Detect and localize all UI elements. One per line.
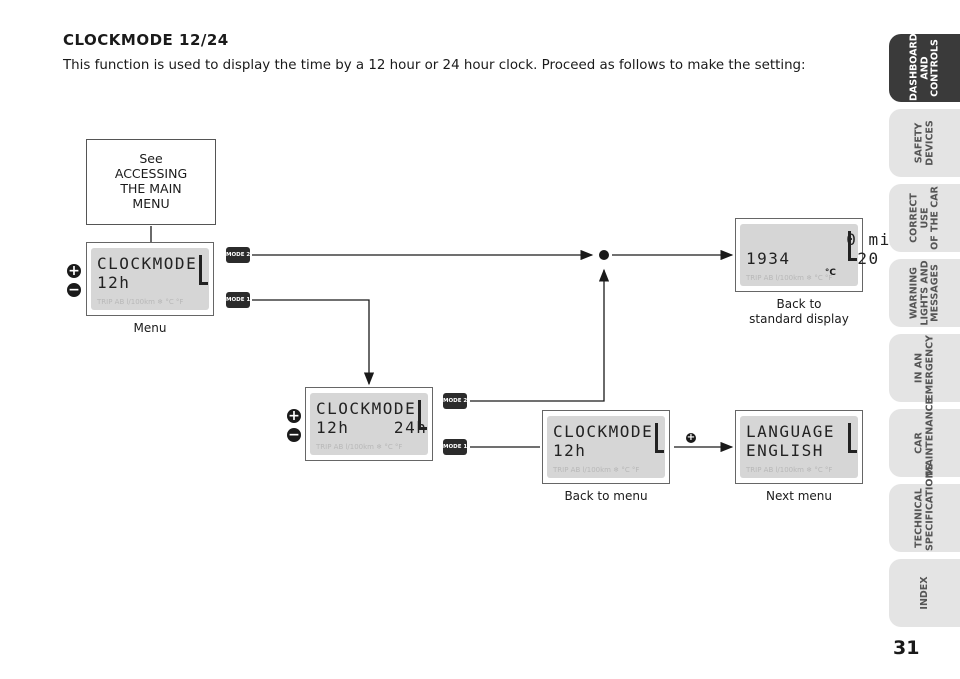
caption-menu: Menu bbox=[133, 321, 167, 335]
mode2-button[interactable]: MODE 2 bbox=[443, 393, 467, 409]
fuel-bar-icon bbox=[655, 423, 664, 453]
plus-icon[interactable]: + bbox=[686, 432, 696, 443]
lcd-back-to-menu: CLOCKMODE 12h TRIP AB l/100km ❄ °C °F bbox=[542, 410, 670, 484]
tab-label-line: CAR bbox=[913, 432, 924, 454]
tab-label-line: LIGHTS AND bbox=[918, 260, 930, 326]
caption-line: Back to bbox=[776, 297, 822, 311]
tab-label-line: DEVICES bbox=[923, 120, 935, 166]
lcd-line: CLOCKMODE bbox=[97, 254, 198, 273]
caption-line: standard display bbox=[749, 312, 849, 326]
page-number: 31 bbox=[893, 637, 920, 659]
caption-back-to-menu: Back to menu bbox=[564, 489, 648, 503]
plus-icon[interactable]: + bbox=[287, 408, 301, 424]
see-box-line: ACCESSING bbox=[114, 166, 188, 181]
see-main-menu-box: See ACCESSING THE MAIN MENU bbox=[86, 139, 216, 225]
lcd-status: TRIP AB l/100km ❄ °C °F bbox=[746, 274, 833, 282]
lcd-standard-display: 0 mi 1934 20 TRIP AB l/100km ❄ °C °F °C bbox=[735, 218, 889, 292]
fuel-bar-icon bbox=[848, 231, 857, 261]
tab-label-line: AND CONTROLS bbox=[918, 39, 940, 97]
mode1-button[interactable]: MODE 1 bbox=[443, 439, 467, 455]
see-box-line: MENU bbox=[132, 196, 170, 211]
fuel-bar-icon bbox=[418, 400, 427, 430]
tab-label-line: MESSAGES bbox=[928, 264, 940, 322]
tab-label-line: SAFETY bbox=[913, 122, 924, 164]
tab-label-line: SPECIFICATIONS bbox=[923, 463, 935, 551]
plus-icon[interactable]: + bbox=[67, 263, 81, 279]
lcd-line: LANGUAGE bbox=[746, 422, 836, 441]
tab-label-line: EMERGENCY bbox=[923, 335, 935, 401]
lcd-line: 12h bbox=[553, 441, 587, 460]
section-title: CLOCKMODE 12/24 bbox=[63, 31, 229, 49]
see-box-line: THE MAIN bbox=[120, 181, 182, 196]
lcd-status: TRIP AB l/100km ❄ °C °F bbox=[553, 466, 640, 474]
lcd-unit: °C bbox=[824, 268, 836, 278]
caption-next-menu: Next menu bbox=[765, 489, 833, 503]
lcd-line: ENGLISH bbox=[746, 441, 824, 460]
intro-text: This function is used to display the tim… bbox=[63, 58, 806, 73]
lcd-line: 12h bbox=[97, 273, 131, 292]
tab-label-line: CORRECT USE bbox=[907, 193, 930, 243]
caption-back-to-standard: Back to standard display bbox=[735, 297, 863, 327]
lcd-line: CLOCKMODE bbox=[316, 399, 417, 418]
tab-label-line: WARNING bbox=[907, 267, 919, 319]
tab-label-line: INDEX bbox=[918, 576, 930, 610]
minus-icon[interactable]: − bbox=[287, 427, 301, 443]
see-box-line: See bbox=[139, 151, 163, 166]
lcd-status: TRIP AB l/100km ❄ °C °F bbox=[97, 298, 184, 306]
junction-dot bbox=[599, 250, 609, 260]
lcd-line: 1934 20 bbox=[746, 249, 880, 268]
tab-label-line: OF THE CAR bbox=[928, 186, 940, 250]
lcd-clockmode-options: CLOCKMODE 12h 24h TRIP AB l/100km ❄ °C °… bbox=[305, 387, 433, 461]
tab-label-line: TECHNICAL bbox=[913, 488, 924, 548]
mode2-button[interactable]: MODE 2 bbox=[226, 247, 250, 263]
lcd-line: 12h 24h bbox=[316, 418, 428, 437]
lcd-status: TRIP AB l/100km ❄ °C °F bbox=[316, 443, 403, 451]
mode1-button[interactable]: MODE 1 bbox=[226, 292, 250, 308]
lcd-next-menu: LANGUAGE ENGLISH TRIP AB l/100km ❄ °C °F bbox=[735, 410, 863, 484]
tab-label-line: DASHBOARD bbox=[907, 33, 919, 101]
lcd-line: 0 mi bbox=[746, 230, 891, 249]
minus-icon[interactable]: − bbox=[67, 282, 81, 298]
fuel-bar-icon bbox=[848, 423, 857, 453]
tab-label-line: IN AN bbox=[913, 352, 924, 384]
lcd-line: CLOCKMODE bbox=[553, 422, 654, 441]
lcd-menu-clockmode: CLOCKMODE 12h TRIP AB l/100km ❄ °C °F bbox=[86, 242, 214, 316]
lcd-status: TRIP AB l/100km ❄ °C °F bbox=[746, 466, 833, 474]
fuel-bar-icon bbox=[199, 255, 208, 285]
tab-index[interactable]: INDEX bbox=[889, 559, 960, 627]
